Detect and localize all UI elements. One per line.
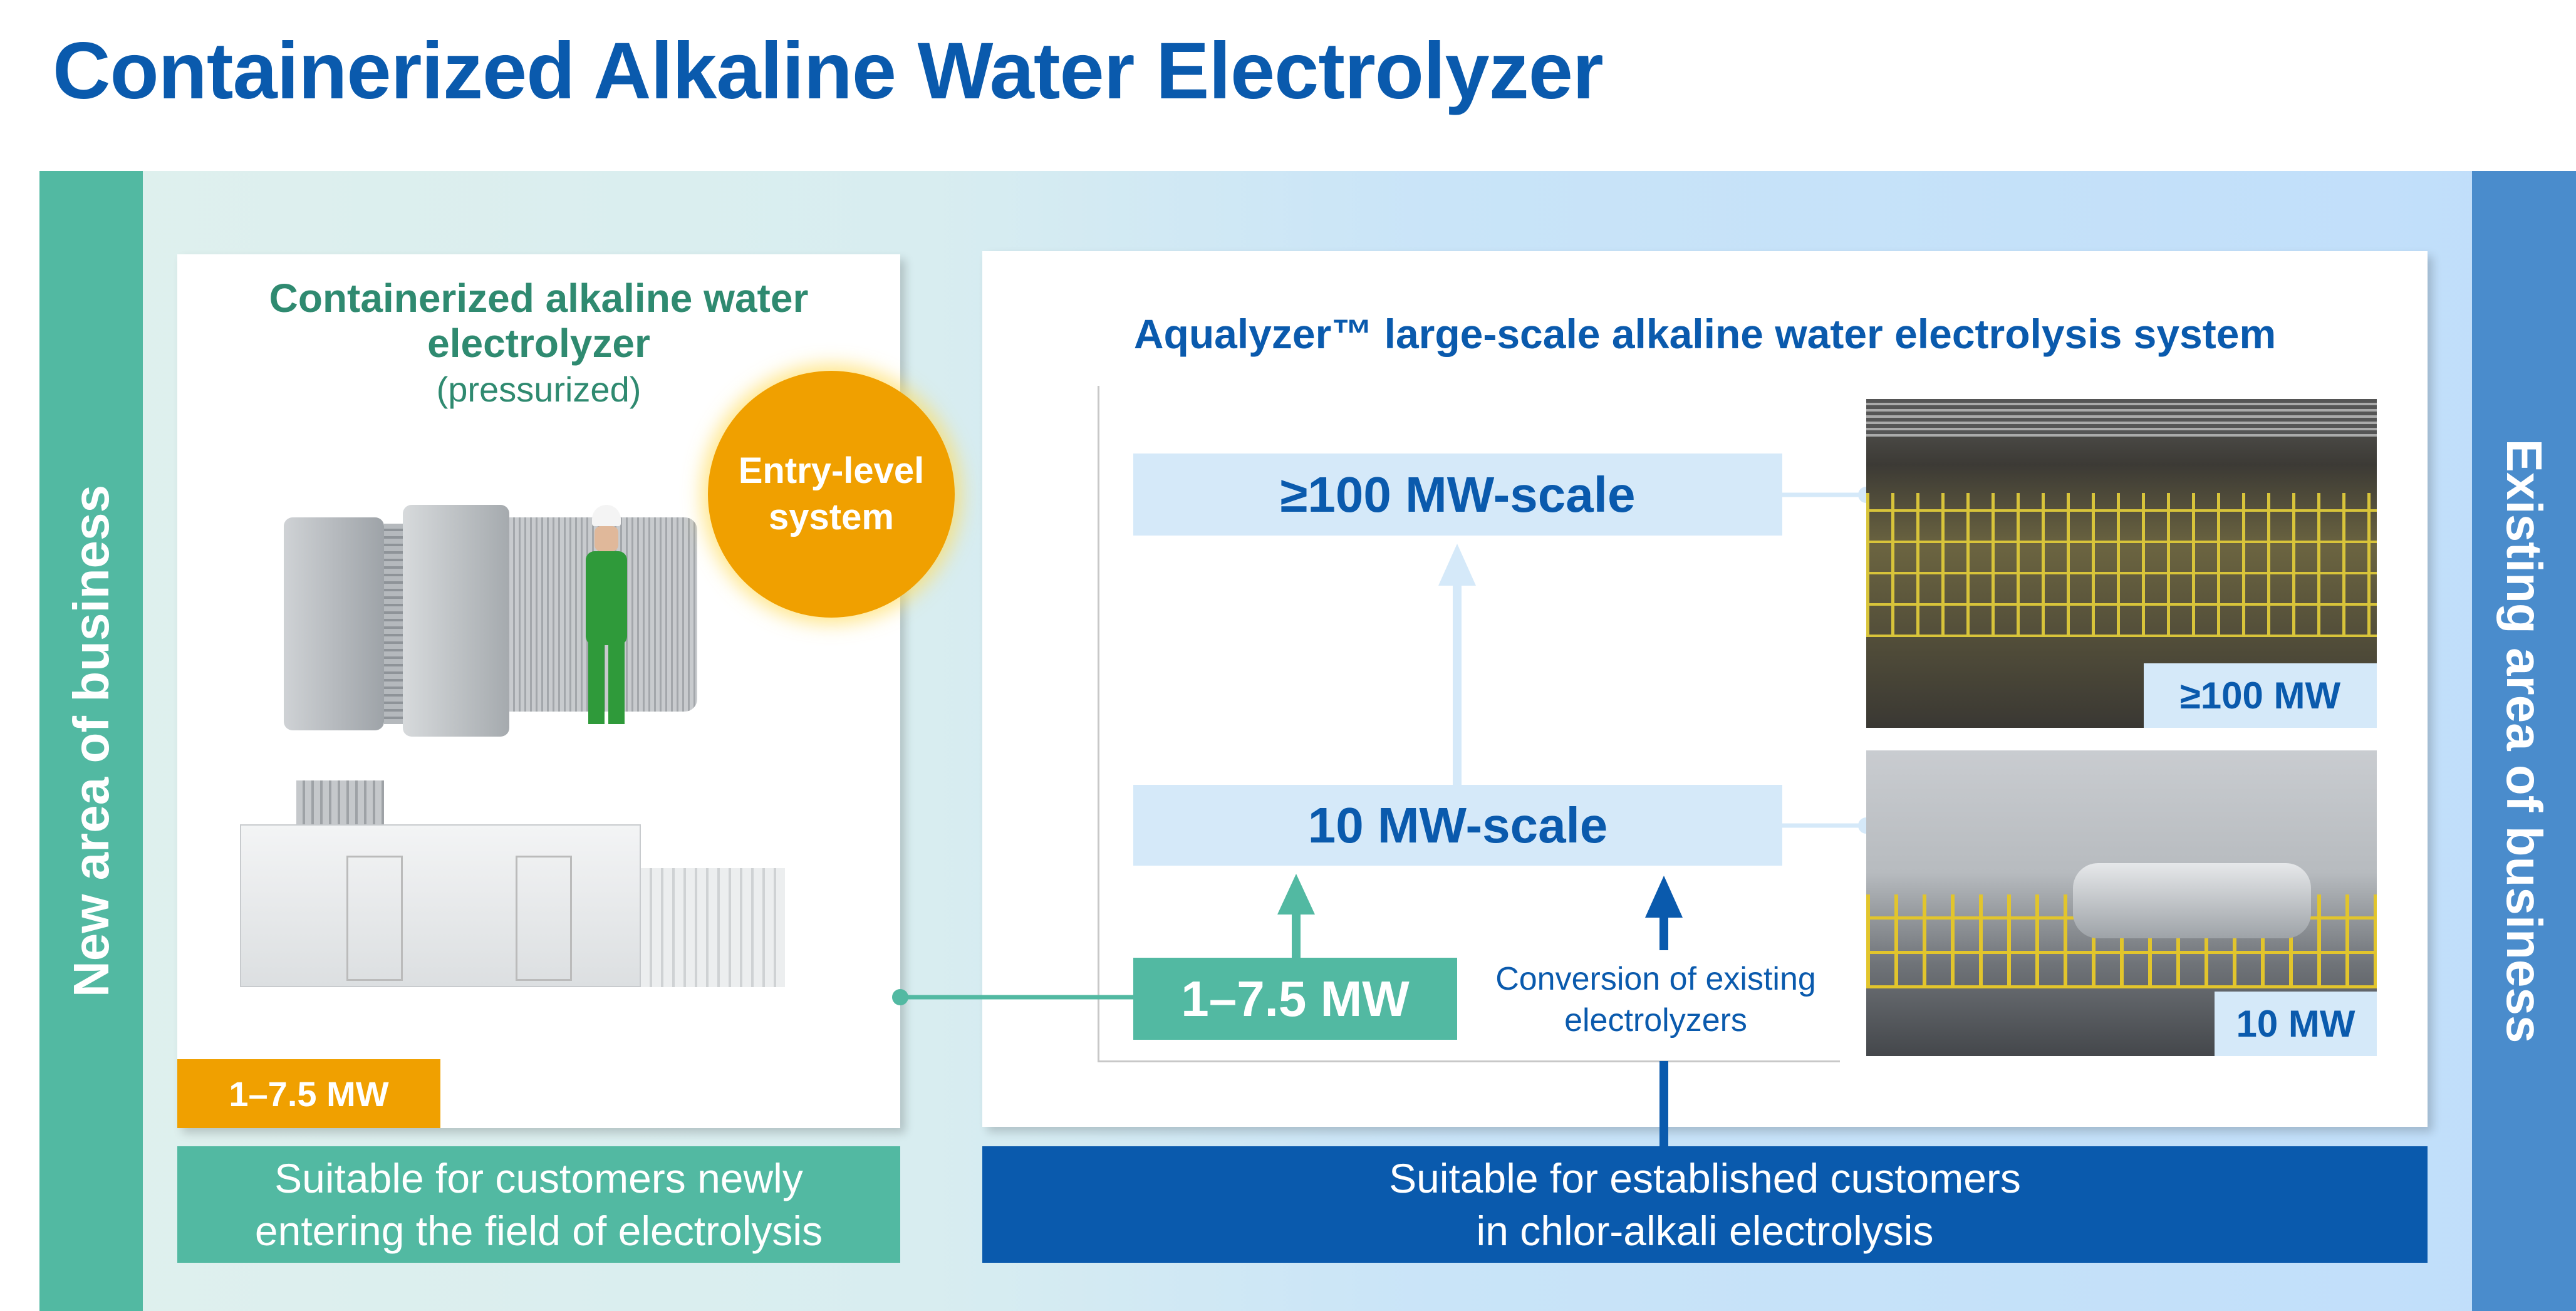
- arrow-10-to-100: [1438, 544, 1476, 785]
- capacity-tag: 1–7.5 MW: [177, 1059, 440, 1128]
- established-customers-line1: Suitable for established customers: [1389, 1155, 2021, 1201]
- arrow-conversion: [1645, 876, 1683, 950]
- card-subtitle: (pressurized): [436, 370, 641, 409]
- container-connector-dot: [892, 989, 908, 1005]
- worker-figure: [578, 505, 635, 730]
- conversion-line1: Conversion of existing: [1495, 961, 1816, 997]
- entry-level-badge: Entry-level system: [708, 371, 955, 618]
- established-customers-box: Suitable for established customers in ch…: [982, 1146, 2428, 1263]
- new-business-bar: New area of business: [39, 171, 143, 1311]
- conversion-line2: electrolyzers: [1564, 1002, 1747, 1039]
- card-title-line2: electrolyzer: [427, 321, 650, 366]
- new-customers-line2: entering the field of electrolysis: [254, 1208, 823, 1254]
- arrow-entry-to-10: [1277, 874, 1315, 958]
- badge-line1: Entry-level: [738, 450, 925, 491]
- aqualyzer-title: Aqualyzer™ large-scale alkaline water el…: [1133, 311, 2277, 357]
- container-units-image: [240, 780, 804, 1006]
- box-entry-mw: 1–7.5 MW: [1133, 958, 1457, 1040]
- existing-business-bar: Existing area of business: [2472, 171, 2576, 1311]
- diagram-frame-left: [1098, 386, 1099, 1062]
- new-customers-box: Suitable for customers newly entering th…: [177, 1146, 900, 1263]
- photo-10mw-plant: 10 MW: [1866, 750, 2377, 1056]
- established-customers-line2: in chlor-alkali electrolysis: [1476, 1208, 1934, 1254]
- box-10mw-scale: 10 MW-scale: [1133, 785, 1782, 866]
- conversion-label: Conversion of existing electrolyzers: [1468, 958, 1844, 1041]
- badge-line2: system: [769, 497, 894, 537]
- photo-100mw-label: ≥100 MW: [2144, 663, 2377, 728]
- new-customers-line1: Suitable for customers newly: [274, 1155, 803, 1201]
- card-title-line1: Containerized alkaline water: [269, 276, 809, 321]
- box-100mw-scale: ≥100 MW-scale: [1133, 453, 1782, 536]
- containerized-card: Containerized alkaline water electrolyze…: [177, 254, 900, 1128]
- photo-10mw-label: 10 MW: [2215, 992, 2377, 1056]
- photo-100mw-plant: ≥100 MW: [1866, 399, 2377, 728]
- diagram-frame-bottom: [1098, 1060, 1840, 1062]
- page-title: Containerized Alkaline Water Electrolyze…: [53, 26, 1604, 116]
